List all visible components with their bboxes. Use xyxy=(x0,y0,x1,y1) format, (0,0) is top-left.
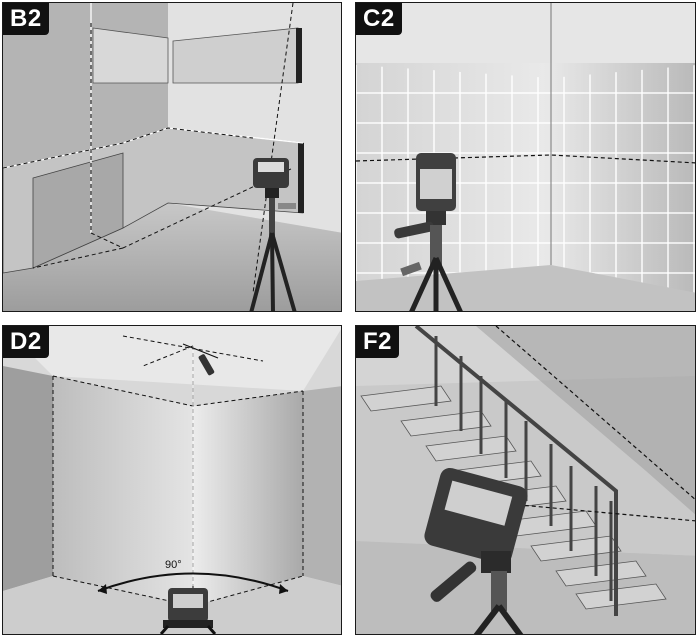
handrail xyxy=(414,326,618,616)
angle-label: 90° xyxy=(165,559,182,571)
floor xyxy=(356,265,695,311)
dashed-guides xyxy=(3,3,294,294)
panel-label-c2: C2 xyxy=(356,3,402,35)
left-wall xyxy=(53,376,193,606)
panel-label-b2: B2 xyxy=(3,3,49,35)
c2-illustration xyxy=(356,3,695,311)
floor xyxy=(3,203,341,311)
b2-illustration xyxy=(3,3,341,311)
laser-on-tripod xyxy=(394,153,463,311)
tiled-right-wall xyxy=(551,65,695,293)
f2-illustration xyxy=(356,326,695,634)
ceiling xyxy=(3,326,341,391)
balusters xyxy=(434,336,613,601)
laser-on-tripod xyxy=(249,158,297,311)
right-wall xyxy=(193,391,303,606)
panel-d2: 90° D2 xyxy=(2,325,342,635)
ceiling-plumb-mark xyxy=(182,343,219,376)
laser-on-tripod xyxy=(424,467,528,634)
panel-f2: F2 xyxy=(355,325,696,635)
rotation-arc xyxy=(97,572,289,592)
panel-c2: C2 xyxy=(355,2,696,312)
panel-label-d2: D2 xyxy=(3,326,49,358)
panel-b2: B2 xyxy=(2,2,342,312)
d2-illustration xyxy=(3,326,341,634)
laser-unit xyxy=(159,588,217,634)
panel-label-f2: F2 xyxy=(356,326,400,358)
